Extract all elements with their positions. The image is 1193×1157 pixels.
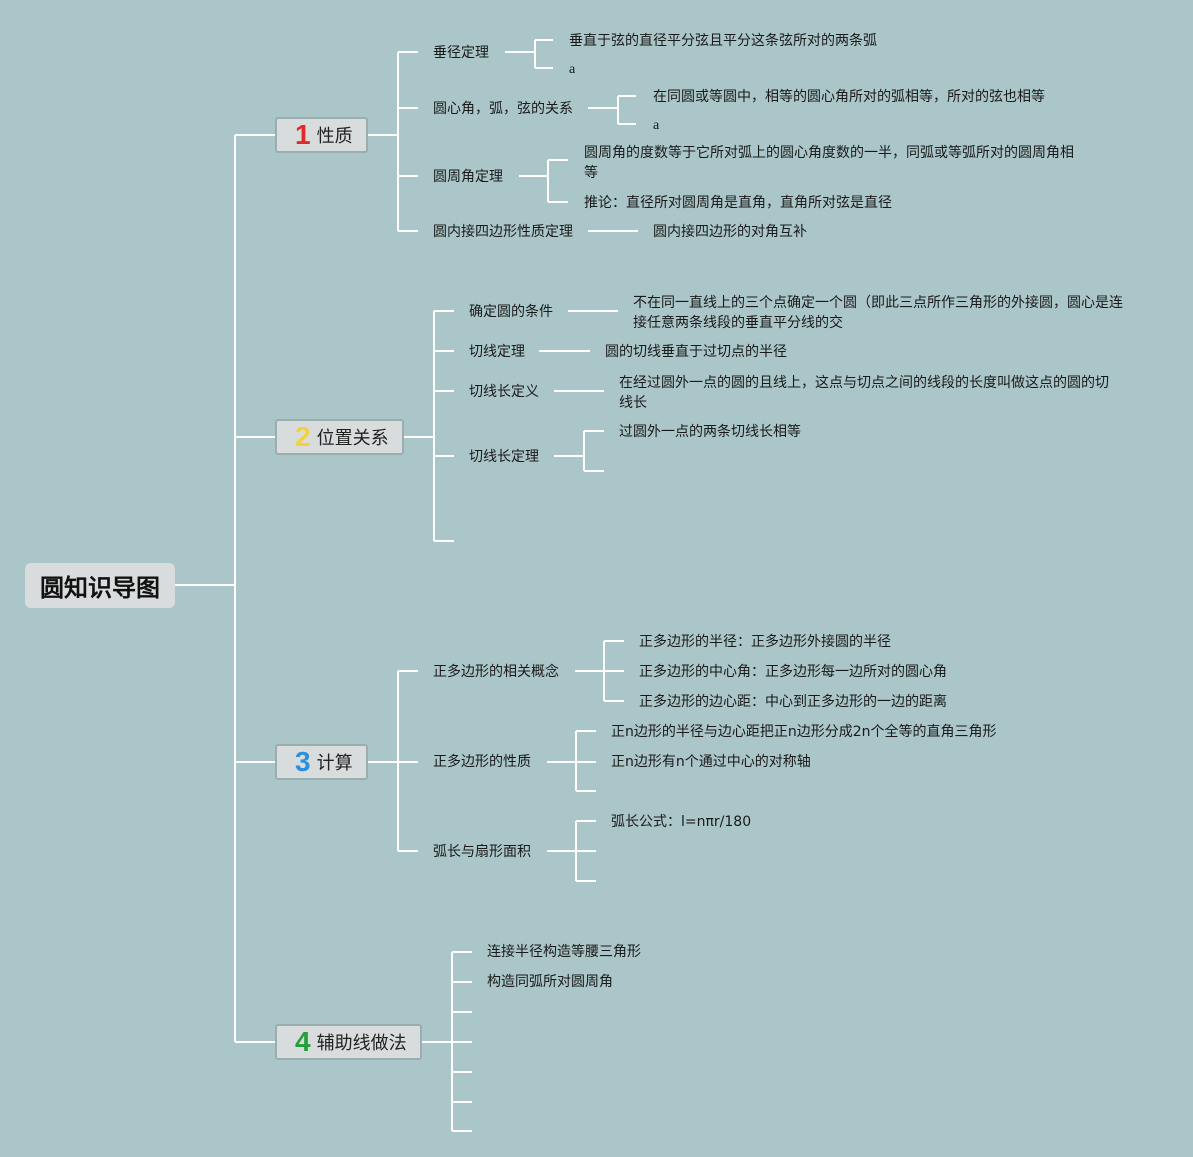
topic-isosceles-construction[interactable]: 连接半径构造等腰三角形 xyxy=(487,944,641,960)
branch-1-node[interactable]: 1 性质 xyxy=(275,117,368,153)
branch-4-node[interactable]: 4 辅助线做法 xyxy=(275,1024,422,1060)
detail-arc-length-formula[interactable]: 弧长公式：l=nπr/180 xyxy=(611,814,752,830)
topic-tangent-length-definition[interactable]: 切线长定义 xyxy=(469,384,539,400)
branch-2-node[interactable]: 2 位置关系 xyxy=(275,419,404,455)
topic-regular-polygon-properties[interactable]: 正多边形的性质 xyxy=(433,754,531,770)
branch-2-number: 2 xyxy=(295,421,311,452)
detail-polygon-radius[interactable]: 正多边形的半径：正多边形外接圆的半径 xyxy=(639,634,891,650)
branch-3-number: 3 xyxy=(295,746,311,777)
detail-inscribed-angle[interactable]: 圆周角的度数等于它所对弧上的圆心角度数的一半，同弧或等弧所对的圆周角相等 xyxy=(584,145,1074,181)
detail-central-angle-a[interactable]: a xyxy=(653,118,660,133)
detail-tangent-length-theorem[interactable]: 过圆外一点的两条切线长相等 xyxy=(619,424,801,440)
branch-1-number: 1 xyxy=(295,119,311,150)
root-node[interactable]: 圆知识导图 xyxy=(25,563,175,608)
topic-arc-length-sector-area[interactable]: 弧长与扇形面积 xyxy=(433,844,531,860)
detail-polygon-central-angle[interactable]: 正多边形的中心角：正多边形每一边所对的圆心角 xyxy=(639,664,947,680)
branch-1-label: 性质 xyxy=(316,126,353,147)
detail-circle-conditions[interactable]: 不在同一直线上的三个点确定一个圆（即此三点所作三角形的外接圆，圆心是连接任意两条… xyxy=(633,295,1123,331)
detail-polygon-symmetry-axes[interactable]: 正n边形有n个通过中心的对称轴 xyxy=(611,754,811,770)
detail-polygon-apothem[interactable]: 正多边形的边心距：中心到正多边形的一边的距离 xyxy=(639,694,947,710)
branch-2-label: 位置关系 xyxy=(316,428,389,449)
topic-tangent-theorem[interactable]: 切线定理 xyxy=(469,344,525,360)
branch-3-label: 计算 xyxy=(316,753,353,774)
detail-perpendicular-diameter-a[interactable]: a xyxy=(569,62,576,77)
branch-4-number: 4 xyxy=(295,1026,311,1057)
branch-3-node[interactable]: 3 计算 xyxy=(275,744,368,780)
detail-inscribed-angle-corollary[interactable]: 推论：直径所对圆周角是直角，直角所对弦是直径 xyxy=(584,195,892,211)
topic-central-angle-arc-chord[interactable]: 圆心角，弧，弦的关系 xyxy=(433,101,573,117)
detail-tangent-theorem[interactable]: 圆的切线垂直于过切点的半径 xyxy=(605,344,787,360)
topic-inscribed-angle[interactable]: 圆周角定理 xyxy=(433,169,503,185)
detail-polygon-triangles[interactable]: 正n边形的半径与边心距把正n边形分成2n个全等的直角三角形 xyxy=(611,724,997,740)
topic-tangent-length-theorem[interactable]: 切线长定理 xyxy=(469,449,539,465)
detail-perpendicular-diameter[interactable]: 垂直于弦的直径平分弦且平分这条弦所对的两条弧 xyxy=(569,33,877,49)
topic-cyclic-quadrilateral[interactable]: 圆内接四边形性质定理 xyxy=(433,224,573,240)
branch-4-label: 辅助线做法 xyxy=(316,1033,407,1054)
detail-central-angle-arc-chord[interactable]: 在同圆或等圆中，相等的圆心角所对的弧相等，所对的弦也相等 xyxy=(653,89,1045,105)
detail-cyclic-quadrilateral[interactable]: 圆内接四边形的对角互补 xyxy=(653,224,807,240)
topic-same-arc-inscribed-angle[interactable]: 构造同弧所对圆周角 xyxy=(487,974,613,990)
topic-circle-conditions[interactable]: 确定圆的条件 xyxy=(469,304,553,320)
detail-tangent-length-definition[interactable]: 在经过圆外一点的圆的且线上，这点与切点之间的线段的长度叫做这点的圆的切线长 xyxy=(619,375,1109,411)
topic-perpendicular-diameter[interactable]: 垂径定理 xyxy=(433,45,489,61)
topic-regular-polygon-concepts[interactable]: 正多边形的相关概念 xyxy=(433,664,559,680)
